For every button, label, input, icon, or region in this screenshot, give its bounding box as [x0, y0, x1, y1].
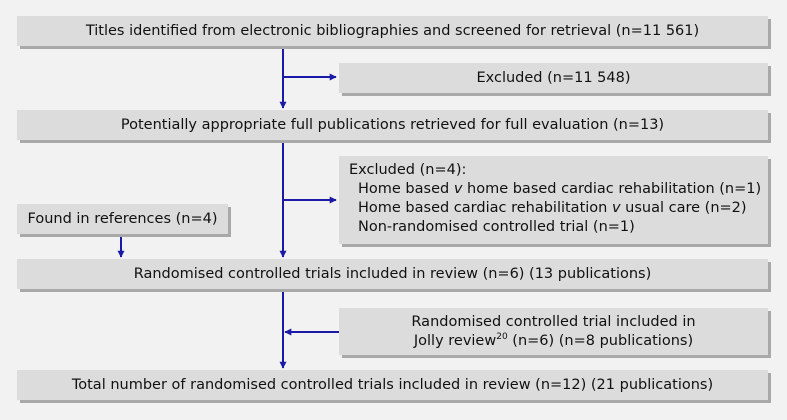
excluded-second-header: Excluded (n=4):	[349, 162, 467, 178]
excluded-reason-1: Home based v home based cardiac rehabili…	[358, 181, 762, 197]
excluded-first-box: Excluded (n=11 548)	[339, 63, 768, 93]
found-references-text: Found in references (n=4)	[27, 210, 218, 227]
excluded-reason-2: Home based cardiac rehabilitation v usua…	[358, 200, 747, 216]
rct-included-box: Randomised controlled trials included in…	[17, 259, 768, 289]
jolly-review-text: Randomised controlled trial included in …	[411, 313, 696, 349]
full-publications-text: Potentially appropriate full publication…	[120, 116, 665, 133]
titles-identified-box: Titles identified from electronic biblio…	[17, 16, 768, 46]
excluded-second-box: Excluded (n=4): Home based v home based …	[339, 156, 768, 244]
jolly-review-box: Randomised controlled trial included in …	[339, 308, 768, 355]
found-references-box: Found in references (n=4)	[17, 204, 228, 234]
excluded-reason-3: Non-randomised controlled trial (n=1)	[358, 219, 635, 235]
rct-included-text: Randomised controlled trials included in…	[133, 265, 652, 282]
total-included-text: Total number of randomised controlled tr…	[71, 376, 714, 393]
total-included-box: Total number of randomised controlled tr…	[17, 370, 768, 400]
titles-identified-text: Titles identified from electronic biblio…	[85, 22, 700, 39]
full-publications-box: Potentially appropriate full publication…	[17, 110, 768, 140]
excluded-first-text: Excluded (n=11 548)	[476, 69, 631, 86]
